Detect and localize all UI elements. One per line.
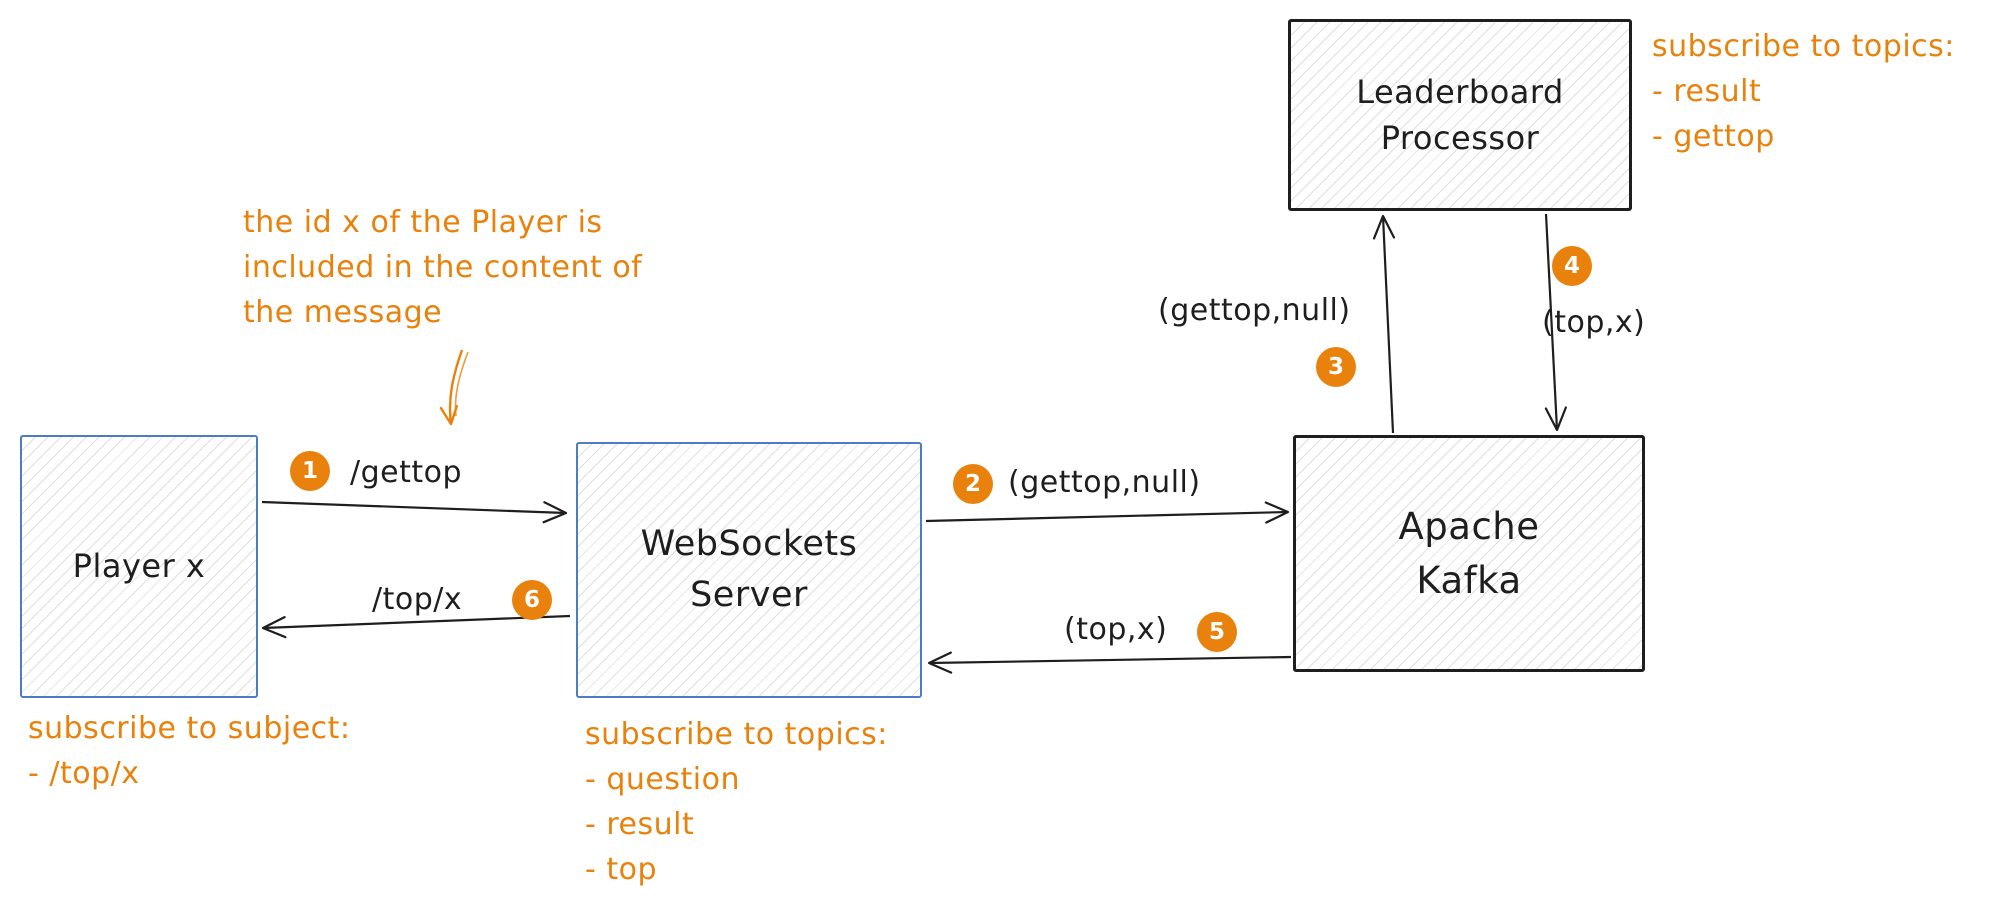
- websockets-subscription-note: subscribe to topics: - question - result…: [585, 717, 888, 887]
- annotation-arrow-sketch-stroke: [454, 351, 469, 417]
- edge-2-line: [925, 501, 1290, 524]
- player-subscription-note: subscribe to subject: - /top/x: [28, 711, 351, 791]
- node-player-label: Player x: [72, 547, 206, 586]
- message-annotation-note: the id x of the Player is included in th…: [243, 205, 643, 330]
- annotation-arrow: [439, 349, 464, 426]
- node-websockets-server: WebSockets Server: [576, 442, 922, 698]
- step-badge-2: 2: [953, 464, 993, 504]
- edge-2-label: (gettop,null): [1008, 465, 1201, 500]
- edge-6-label: /top/x: [372, 582, 463, 617]
- step-badge-3: 3: [1316, 347, 1356, 387]
- step-badge-1: 1: [290, 451, 330, 491]
- node-apache-kafka: Apache Kafka: [1293, 435, 1645, 672]
- step-badge-6: 6: [512, 580, 552, 620]
- node-leaderboard-processor-label: Leaderboard Processor: [1356, 72, 1564, 157]
- edge-5-line: [927, 651, 1292, 674]
- edge-5-label: (top,x): [1064, 612, 1168, 647]
- edge-3-label: (gettop,null): [1158, 293, 1351, 328]
- node-apache-kafka-label: Apache Kafka: [1398, 504, 1540, 602]
- step-badge-4: 4: [1552, 246, 1592, 286]
- step-badge-5: 5: [1197, 612, 1237, 652]
- edge-3-line: [1372, 214, 1396, 434]
- leaderboard-subscription-note: subscribe to topics: - result - gettop: [1652, 29, 1955, 154]
- node-player: Player x: [20, 435, 258, 698]
- edge-1-label: /gettop: [350, 455, 463, 490]
- node-websockets-server-label: WebSockets Server: [640, 524, 858, 615]
- edge-1-line: [261, 500, 568, 524]
- edge-4-label: (top,x): [1542, 305, 1646, 340]
- node-leaderboard-processor: Leaderboard Processor: [1288, 19, 1632, 211]
